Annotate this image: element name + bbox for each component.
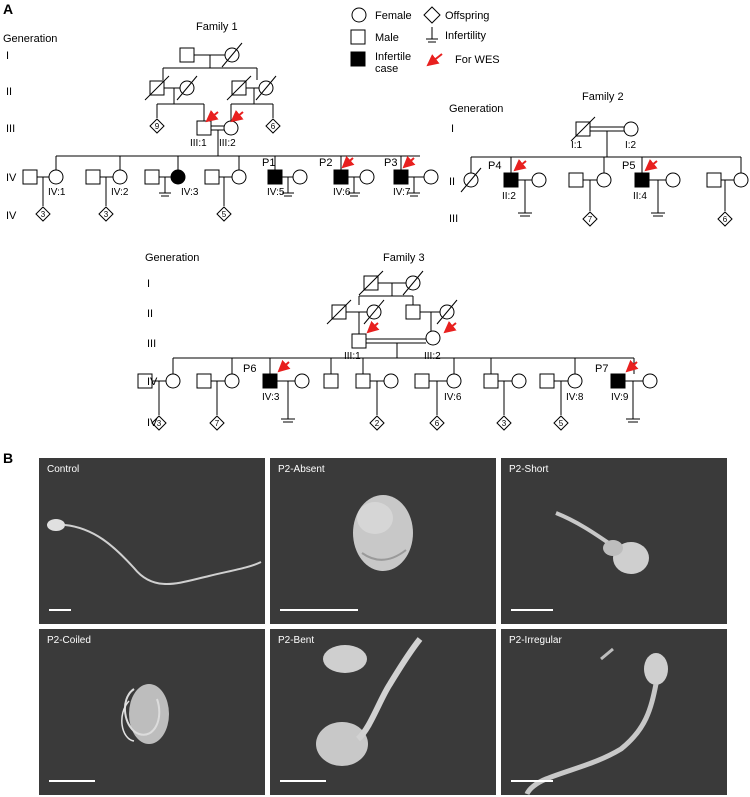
f2-id: I:2: [625, 140, 637, 151]
f3-offspring-count: 3: [502, 419, 507, 428]
legend-male-symbol: [350, 29, 366, 45]
family1-title: Family 1: [196, 21, 238, 33]
family3-title: Family 3: [383, 252, 425, 264]
family1-gen-2: II: [6, 86, 12, 98]
f1-offspring-count: 6: [271, 122, 276, 131]
sem-specimen: [47, 519, 262, 585]
panel-b-label: B: [3, 450, 13, 466]
f3-offspring-count: 6: [435, 419, 440, 428]
f3-id: IV:3: [262, 392, 280, 403]
f1-id: IV:6: [333, 187, 351, 198]
sem-image-coiled: P2-Coiled: [39, 629, 265, 795]
legend-male-label: Male: [375, 32, 399, 44]
scale-bar: [49, 780, 95, 782]
family1-gen-5: IV: [6, 210, 17, 222]
f1-offspring-count: 3: [104, 210, 109, 219]
f1-id: III:2: [219, 138, 236, 149]
family3-gen-2: II: [147, 308, 153, 320]
panel-a-label: A: [3, 1, 13, 17]
family3-gen-3: III: [147, 338, 156, 350]
f1-id: IV:1: [48, 187, 66, 198]
f1-id: IV:5: [267, 187, 285, 198]
family1-gen-4: IV: [6, 172, 17, 184]
family3-gen-4: IV: [147, 376, 158, 388]
f1-offspring-count: 3: [41, 210, 46, 219]
sem-label: P2-Irregular: [509, 635, 562, 646]
family3-generation-header: Generation: [145, 252, 199, 264]
sem-specimen: [524, 647, 668, 795]
sem-image-control: Control: [39, 458, 265, 624]
f3-offspring-count: 3: [157, 419, 162, 428]
family1-tree: [22, 42, 439, 222]
scale-bar: [280, 780, 326, 782]
sem-image-bent: P2-Bent: [270, 629, 496, 795]
sem-label: P2-Short: [509, 464, 549, 475]
scale-bar: [511, 609, 553, 611]
legend-infertile-label-2: case: [375, 63, 398, 75]
f1-patient-label: P2: [319, 157, 332, 169]
family3-tree: [137, 270, 658, 431]
legend-infertile-label-1: Infertile: [375, 51, 411, 63]
f3-id: III:1: [344, 351, 361, 362]
scale-bar: [280, 609, 358, 611]
sem-image-absent: P2-Absent: [270, 458, 496, 624]
f1-id: IV:2: [111, 187, 129, 198]
family1-gen-3: III: [6, 123, 15, 135]
f2-offspring-count: 6: [723, 215, 728, 224]
sem-image-short: P2-Short: [501, 458, 727, 624]
family2-gen-2: II: [449, 176, 455, 188]
sem-label: P2-Coiled: [47, 635, 91, 646]
family1-generation-header: Generation: [3, 33, 57, 45]
f3-patient-label: P7: [595, 363, 608, 375]
sem-specimen: [353, 495, 413, 571]
sem-specimen: [121, 684, 169, 744]
f2-id: II:4: [633, 191, 647, 202]
sem-label: Control: [47, 464, 80, 475]
family2-generation-header: Generation: [449, 103, 503, 115]
scale-bar: [49, 609, 71, 611]
f1-offspring-count: 5: [222, 210, 227, 219]
f3-id: IV:8: [566, 392, 584, 403]
scale-bar: [511, 780, 553, 782]
legend: [350, 6, 443, 67]
f3-patient-label: P6: [243, 363, 256, 375]
sem-specimen: [316, 637, 423, 766]
legend-wes-label: For WES: [455, 54, 500, 66]
f3-id: III:2: [424, 351, 441, 362]
f3-offspring-count: 5: [559, 419, 564, 428]
f1-offspring-count: 9: [155, 122, 160, 131]
family1-gen-1: I: [6, 50, 9, 62]
f3-offspring-count: 2: [375, 419, 380, 428]
legend-arrow-icon: [426, 53, 443, 67]
family3-gen-1: I: [147, 278, 150, 290]
sem-label: P2-Bent: [278, 635, 315, 646]
f2-patient-label: P4: [488, 160, 501, 172]
legend-infertile-symbol: [350, 51, 366, 67]
f1-patient-label: P3: [384, 157, 397, 169]
legend-female-label: Female: [375, 10, 412, 22]
f2-id: I:1: [571, 140, 583, 151]
f3-id: IV:9: [611, 392, 629, 403]
f2-id: II:2: [502, 191, 516, 202]
sem-label: P2-Absent: [278, 464, 325, 475]
f3-id: IV:6: [444, 392, 462, 403]
f3-offspring-count: 7: [215, 419, 220, 428]
legend-infertility-label: Infertility: [445, 30, 486, 42]
legend-offspring-symbol: [423, 6, 441, 24]
family2-gen-3: III: [449, 213, 458, 225]
legend-female-symbol: [351, 7, 367, 23]
f1-patient-label: P1: [262, 157, 275, 169]
family2-tree: [460, 116, 749, 227]
legend-offspring-label: Offspring: [445, 10, 489, 22]
f1-id: IV:7: [393, 187, 411, 198]
family2-title: Family 2: [582, 91, 624, 103]
family2-gen-1: I: [451, 123, 454, 135]
f1-id: IV:3: [181, 187, 199, 198]
sem-image-irregular: P2-Irregular: [501, 629, 727, 795]
f2-offspring-count: 7: [588, 215, 593, 224]
f1-id: III:1: [190, 138, 207, 149]
sem-specimen: [555, 511, 649, 574]
f2-patient-label: P5: [622, 160, 635, 172]
